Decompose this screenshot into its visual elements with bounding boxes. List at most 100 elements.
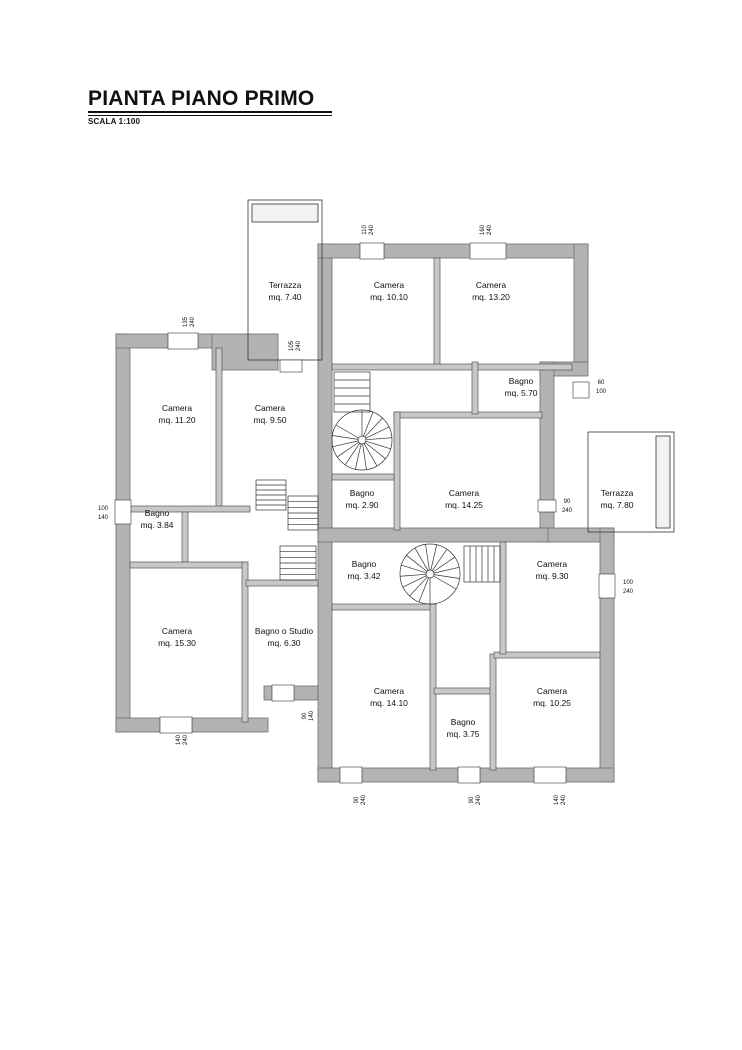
room-area: mq. 14.25 <box>445 500 483 510</box>
window <box>533 766 567 784</box>
room-name: Bagno <box>350 488 375 498</box>
title-block: PIANTA PIANO PRIMO SCALA 1:100 <box>88 88 332 126</box>
stair-step <box>431 549 448 571</box>
interior-walls <box>129 257 601 771</box>
spiral-stair-core <box>357 435 367 445</box>
title-underline-thin <box>88 115 332 116</box>
dim-height: 240 <box>369 224 375 235</box>
partition <box>245 579 319 587</box>
stair-step <box>365 440 391 450</box>
stair-step <box>362 443 367 470</box>
room-area: mq. 15.30 <box>158 638 196 648</box>
partition <box>129 561 247 569</box>
stair-step <box>354 443 362 470</box>
room-name: Bagno <box>451 717 476 727</box>
scale-label: SCALA 1:100 <box>88 117 141 126</box>
dim-width: 60 <box>598 380 605 386</box>
wall <box>317 243 589 259</box>
stair-step <box>433 575 457 590</box>
dim-width: 135 <box>183 316 189 327</box>
openings <box>114 242 616 784</box>
window <box>598 573 616 599</box>
partition <box>493 651 601 659</box>
stair-step <box>402 575 427 588</box>
dim-height: 240 <box>487 224 493 235</box>
dim-width: 90 <box>302 712 308 719</box>
dim-width: 140 <box>176 734 182 745</box>
stairs <box>255 371 501 605</box>
partition <box>331 363 573 371</box>
stair-step <box>337 441 359 458</box>
room-area: mq. 10.25 <box>533 698 571 708</box>
title-underline <box>88 111 332 113</box>
partition <box>499 541 507 655</box>
door <box>537 499 557 513</box>
room-name: Camera <box>537 559 568 569</box>
room-area: mq. 3.75 <box>446 729 479 739</box>
stair-step <box>418 577 429 603</box>
dim-width: 90 <box>469 796 475 803</box>
room-area: mq. 13.20 <box>472 292 510 302</box>
room-name: Camera <box>374 686 405 696</box>
stair-step <box>433 556 455 573</box>
window <box>114 499 132 525</box>
window <box>339 766 363 784</box>
partition <box>241 561 249 723</box>
dim-width: 110 <box>362 225 368 235</box>
stair-step <box>409 576 428 597</box>
stair-step <box>433 574 460 579</box>
stair-step <box>363 443 378 467</box>
room-area: mq. 2.90 <box>345 500 378 510</box>
dim-width: 90 <box>564 499 571 505</box>
room-name: Camera <box>255 403 286 413</box>
stair-step <box>332 440 359 448</box>
dim-height: 240 <box>190 316 196 327</box>
room-name: Bagno <box>509 376 534 386</box>
room-labels: Terrazza mq. 7.40 Camera mq. 10.10 Camer… <box>140 280 633 739</box>
dim-width: 160 <box>480 224 486 235</box>
room-area: mq. 7.80 <box>600 500 633 510</box>
wall <box>115 333 131 733</box>
window <box>457 766 481 784</box>
partition <box>393 411 543 419</box>
stair-step <box>365 426 390 439</box>
dim-width: 90 <box>354 796 360 803</box>
terrace-right-planter <box>655 435 671 529</box>
spiral-steps <box>332 410 392 470</box>
window <box>359 242 385 260</box>
room-area: mq. 5.70 <box>504 388 537 398</box>
partition <box>331 603 433 611</box>
room-area: mq. 9.50 <box>253 415 286 425</box>
wall <box>599 527 615 783</box>
spiral-steps <box>400 544 460 604</box>
dim-width: 100 <box>98 506 109 512</box>
stair-step <box>364 442 386 459</box>
straight-stair-right <box>463 545 501 583</box>
room-area: mq. 14.10 <box>370 698 408 708</box>
window <box>572 381 590 399</box>
partition <box>331 473 395 481</box>
straight-stair-top <box>333 371 371 413</box>
partition <box>181 511 189 563</box>
partition <box>215 347 223 511</box>
straight-stair-left <box>255 479 319 581</box>
stair-step <box>430 544 438 571</box>
partition <box>489 653 497 771</box>
dim-width: 100 <box>623 580 634 586</box>
room-name: Camera <box>449 488 480 498</box>
room-name: Terrazza <box>601 488 634 498</box>
stair-step <box>332 435 359 440</box>
terraces <box>247 199 675 533</box>
stair-step <box>433 566 460 574</box>
wall <box>317 243 333 783</box>
dim-width: 140 <box>554 794 560 805</box>
window <box>159 716 193 734</box>
wall <box>573 243 589 363</box>
stair-step <box>425 544 430 571</box>
room-name: Bagno <box>352 559 377 569</box>
stair-step <box>335 424 359 439</box>
room-name: Camera <box>162 626 193 636</box>
room-area: mq. 3.84 <box>140 520 173 530</box>
stair-step <box>400 573 427 577</box>
room-area: mq. 11.20 <box>158 415 195 425</box>
